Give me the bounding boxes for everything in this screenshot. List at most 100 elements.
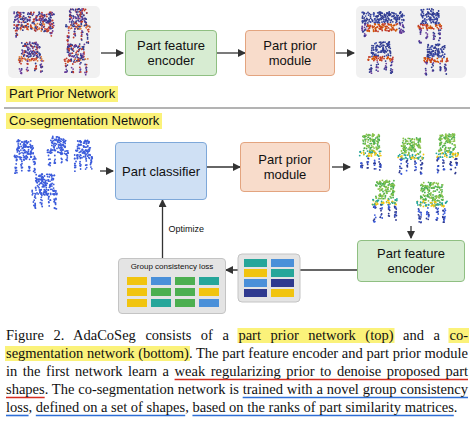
point <box>72 19 74 21</box>
point <box>374 18 376 20</box>
point <box>26 28 28 30</box>
point <box>81 157 83 159</box>
point <box>43 31 45 33</box>
point <box>373 52 375 54</box>
point <box>24 21 26 23</box>
point <box>432 45 434 47</box>
point <box>80 62 82 64</box>
point <box>68 37 70 39</box>
point <box>439 52 441 54</box>
point <box>86 143 88 145</box>
point <box>17 18 19 20</box>
point <box>385 60 387 62</box>
point <box>51 152 53 154</box>
point <box>72 52 74 54</box>
point <box>44 30 46 32</box>
point <box>66 71 68 73</box>
point <box>41 27 43 29</box>
point <box>43 19 45 21</box>
point <box>444 64 446 66</box>
point <box>80 11 82 13</box>
point <box>368 30 370 32</box>
point <box>50 140 52 142</box>
point <box>373 30 375 32</box>
point <box>438 61 440 63</box>
point <box>82 152 84 154</box>
point <box>400 31 402 33</box>
point <box>436 17 438 19</box>
point <box>47 149 49 151</box>
point <box>33 23 35 25</box>
point <box>66 154 68 156</box>
point <box>38 52 40 54</box>
point <box>44 19 46 21</box>
point <box>33 158 35 160</box>
point <box>20 16 22 18</box>
point <box>38 28 40 30</box>
point <box>369 25 371 27</box>
point <box>84 21 86 23</box>
point <box>25 152 27 154</box>
point <box>22 29 24 31</box>
point <box>390 65 392 67</box>
point <box>79 144 81 146</box>
point <box>18 24 20 26</box>
point <box>35 66 37 68</box>
point <box>37 50 39 52</box>
point <box>393 16 395 18</box>
point <box>30 154 32 156</box>
point <box>426 74 428 76</box>
point <box>26 153 28 155</box>
point <box>27 60 29 62</box>
point <box>54 162 56 164</box>
point <box>76 50 78 52</box>
point <box>52 30 54 32</box>
point <box>69 28 71 30</box>
point <box>385 63 387 65</box>
point <box>18 58 20 60</box>
point <box>69 11 71 13</box>
point <box>422 24 424 26</box>
point <box>16 172 18 174</box>
point <box>27 19 29 21</box>
point <box>375 30 377 32</box>
point <box>381 15 383 17</box>
point <box>49 158 51 160</box>
point <box>89 26 91 28</box>
point <box>81 57 83 59</box>
point <box>77 60 79 62</box>
point <box>41 66 43 68</box>
point <box>373 49 375 51</box>
point <box>376 16 378 18</box>
point <box>52 20 54 22</box>
point <box>51 27 53 29</box>
point <box>47 13 49 15</box>
point <box>42 21 44 23</box>
point <box>439 69 441 71</box>
point <box>34 52 36 54</box>
point <box>84 18 86 20</box>
point <box>71 23 73 25</box>
point <box>79 43 81 45</box>
point <box>74 31 76 33</box>
point <box>395 13 397 15</box>
point <box>76 55 78 57</box>
point <box>435 15 437 17</box>
point <box>87 29 89 31</box>
point <box>441 47 443 49</box>
point <box>364 35 366 37</box>
point <box>383 48 385 50</box>
point <box>399 17 401 19</box>
point <box>35 43 37 45</box>
point <box>435 50 437 52</box>
point <box>429 54 431 56</box>
point <box>443 56 445 58</box>
point <box>34 51 36 53</box>
point <box>378 45 380 47</box>
point <box>402 24 404 26</box>
point <box>63 146 65 148</box>
point <box>428 27 430 29</box>
point <box>47 30 49 32</box>
point <box>383 19 385 21</box>
point <box>79 45 81 47</box>
